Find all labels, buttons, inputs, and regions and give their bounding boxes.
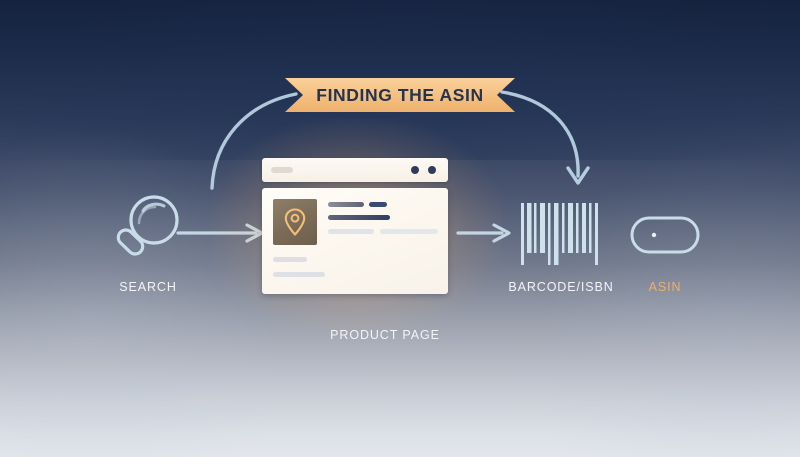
content-line-7 — [273, 272, 325, 277]
browser-dot-2 — [428, 166, 436, 174]
product-thumbnail — [273, 199, 317, 245]
connector-product-to-banner — [210, 92, 298, 190]
banner-ribbon — [285, 78, 515, 112]
content-line-3 — [328, 215, 390, 220]
tag-pill-icon — [630, 216, 700, 254]
connector-banner-to-barcode — [500, 90, 590, 185]
node-label-search: SEARCH — [119, 280, 177, 294]
connector-search-to-product — [176, 223, 264, 243]
content-line-4 — [328, 229, 374, 234]
browser-window-icon — [262, 158, 448, 294]
content-line-5 — [380, 229, 438, 234]
content-line-1 — [328, 202, 364, 207]
node-label-asin: ASIN — [648, 280, 682, 294]
node-label-barcode: BARCODE/ISBN — [508, 280, 614, 294]
magnifying-glass-icon — [116, 195, 179, 256]
banner-title: FINDING THE ASIN — [316, 84, 484, 105]
content-line-2 — [369, 202, 387, 207]
browser-address-pill — [271, 167, 293, 173]
browser-dot-1 — [411, 166, 419, 174]
browser-titlebar — [262, 158, 448, 182]
browser-content — [262, 188, 448, 294]
location-pin-icon — [284, 208, 306, 236]
connector-product-to-barcode — [456, 223, 511, 243]
barcode-icon — [521, 203, 598, 265]
node-label-product-page: PRODUCT PAGE — [330, 328, 440, 342]
content-line-6 — [273, 257, 307, 262]
background-vignette-right — [520, 150, 800, 457]
